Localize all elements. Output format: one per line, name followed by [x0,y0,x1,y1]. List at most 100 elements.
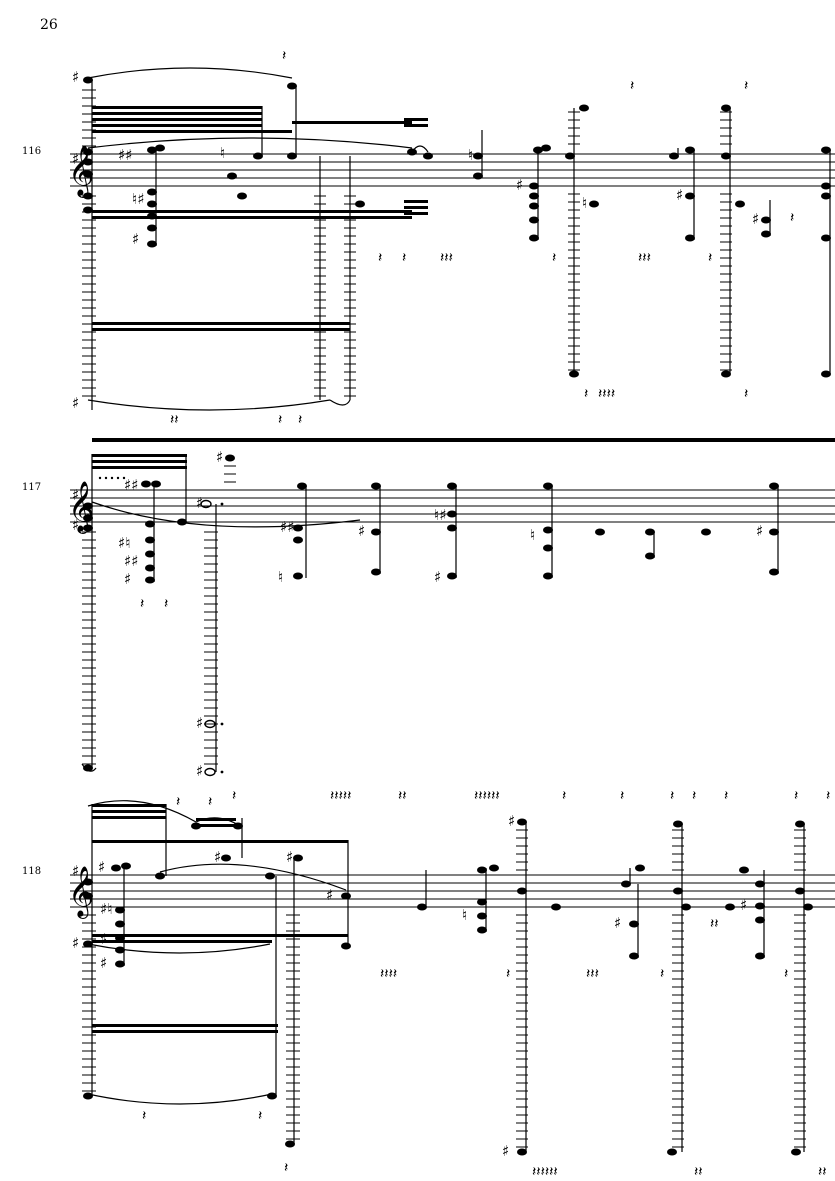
svg-text:♯♯: ♯♯ [124,476,139,494]
slurs [87,800,347,1105]
svg-text:𝄽: 𝄽 [378,250,382,266]
svg-text:𝄽: 𝄽 [790,210,794,226]
svg-text:𝄽𝄽: 𝄽𝄽 [398,788,407,804]
svg-text:𝄽: 𝄽 [258,1108,262,1124]
svg-text:𝄽: 𝄽 [278,412,282,428]
svg-text:♯♮: ♯♮ [118,534,131,552]
measure-number-116: 116 [22,146,42,157]
svg-text:♮: ♮ [462,906,467,924]
svg-text:𝄽: 𝄽 [630,78,634,94]
svg-text:𝄽: 𝄽 [708,250,712,266]
svg-text:♮♯: ♮♯ [132,190,145,208]
svg-text:♮: ♮ [220,144,225,162]
svg-text:♯: ♯ [72,516,79,534]
half-notes [200,499,216,777]
svg-text:♯: ♯ [100,930,107,948]
svg-text:♯: ♯ [196,494,203,512]
svg-text:𝄽: 𝄽 [506,966,510,982]
svg-text:𝄽: 𝄽 [140,596,144,612]
svg-text:♯: ♯ [72,68,79,86]
svg-text:𝄽: 𝄽 [744,78,748,94]
page-number: 26 [40,17,58,33]
svg-text:♮: ♮ [582,194,587,212]
note-heads [83,818,813,1156]
stems [91,804,805,1152]
stems [91,454,779,772]
note-heads [147,82,831,378]
svg-text:𝄽: 𝄽 [552,250,556,266]
svg-text:𝄽𝄽: 𝄽𝄽 [694,1164,703,1180]
svg-text:♯: ♯ [756,522,763,540]
svg-text:♯: ♯ [434,568,441,586]
svg-text:𝄽: 𝄽 [660,966,664,982]
svg-text:♯: ♯ [516,176,523,194]
svg-text:♯♯: ♯♯ [124,552,139,570]
svg-text:𝄽𝄽: 𝄽𝄽 [170,412,179,428]
staff-lines [70,874,835,908]
ledger-lines [82,465,236,765]
svg-text:♯: ♯ [72,862,79,880]
svg-text:♯: ♯ [676,186,683,204]
svg-text:♯: ♯ [72,150,79,168]
rests: 𝄽𝄽𝄽 𝄽𝄽𝄽𝄽𝄽𝄽𝄽𝄽𝄽𝄽𝄽𝄽𝄽 𝄽𝄽𝄽 𝄽𝄽𝄽 𝄽𝄽𝄽𝄽𝄽𝄽𝄽𝄽 𝄽𝄽𝄽𝄽 … [142,788,830,1180]
svg-text:♮: ♮ [468,146,473,164]
svg-text:𝄽: 𝄽 [794,788,798,804]
svg-text:𝄽: 𝄽 [826,788,830,804]
rests: 𝄽𝄽 [140,596,168,612]
svg-text:𝄽𝄽𝄽𝄽𝄽𝄽: 𝄽𝄽𝄽𝄽𝄽𝄽 [474,788,500,804]
staff-lines [70,489,835,523]
accidentals: ♯♯ ♯♯♮♯ ♯♯♯ ♯♮♯ ♯♯♯ [72,812,747,1160]
svg-text:♯: ♯ [614,914,621,932]
svg-text:𝄽: 𝄽 [784,966,788,982]
svg-text:𝄽: 𝄽 [620,788,624,804]
svg-text:𝄽𝄽𝄽: 𝄽𝄽𝄽 [440,250,453,266]
svg-text:𝄽𝄽𝄽𝄽: 𝄽𝄽𝄽𝄽 [380,966,397,982]
svg-text:♯: ♯ [286,848,293,866]
beams [92,438,835,469]
svg-text:𝄽: 𝄽 [282,48,286,64]
svg-text:𝄽: 𝄽 [176,794,180,810]
svg-text:𝄽𝄽𝄽𝄽: 𝄽𝄽𝄽𝄽 [598,386,615,402]
svg-text:♯: ♯ [326,886,333,904]
measure-number-118: 118 [22,866,42,877]
ledger-lines [82,829,806,1148]
svg-text:♯: ♯ [124,570,131,588]
svg-text:𝄽𝄽: 𝄽𝄽 [710,916,719,932]
svg-text:♯: ♯ [72,486,79,504]
svg-text:♮: ♮ [278,568,283,586]
ledger-lines-long [314,111,732,397]
svg-text:♯: ♯ [214,848,221,866]
beams [92,106,428,331]
dots [98,476,224,774]
svg-text:𝄽𝄽: 𝄽𝄽 [818,1164,827,1180]
svg-text:𝄽: 𝄽 [402,250,406,266]
staff-lines [70,153,835,187]
note-heads [83,454,779,772]
svg-text:𝄽: 𝄽 [284,1160,288,1176]
svg-text:♯: ♯ [752,210,759,228]
svg-text:♮♯: ♮♯ [434,506,447,524]
treble-clef: 𝄞 [68,866,94,919]
svg-text:𝄽: 𝄽 [232,788,236,804]
svg-text:♯: ♯ [502,1142,509,1160]
svg-text:𝄽𝄽𝄽: 𝄽𝄽𝄽 [586,966,599,982]
svg-text:𝄽: 𝄽 [208,794,212,810]
svg-text:𝄽: 𝄽 [142,1108,146,1124]
svg-text:♯: ♯ [358,522,365,540]
rests: 𝄽𝄽𝄽 𝄽𝄽𝄽𝄽𝄽 𝄽𝄽𝄽𝄽𝄽 𝄽𝄽𝄽𝄽𝄽𝄽 𝄽𝄽𝄽 𝄽𝄽 [170,48,794,428]
svg-text:𝄽: 𝄽 [744,386,748,402]
svg-text:♯: ♯ [72,394,79,412]
svg-text:𝄽𝄽𝄽: 𝄽𝄽𝄽 [638,250,651,266]
accidentals: ♯♯♯ ♯♯♮♯♯ ♮♮♯ ♮♯♯ [72,68,759,412]
staff-system-117: 𝄞 [68,438,835,780]
svg-text:♯: ♯ [216,448,223,466]
svg-text:♯♯: ♯♯ [118,146,133,164]
svg-text:𝄽: 𝄽 [298,412,302,428]
svg-text:♯: ♯ [196,714,203,732]
ledger-lines [82,89,96,397]
beams [92,804,348,1033]
measure-number-117: 117 [22,482,42,493]
staff-system-118: 𝄞 [68,788,835,1180]
svg-text:𝄽: 𝄽 [562,788,566,804]
